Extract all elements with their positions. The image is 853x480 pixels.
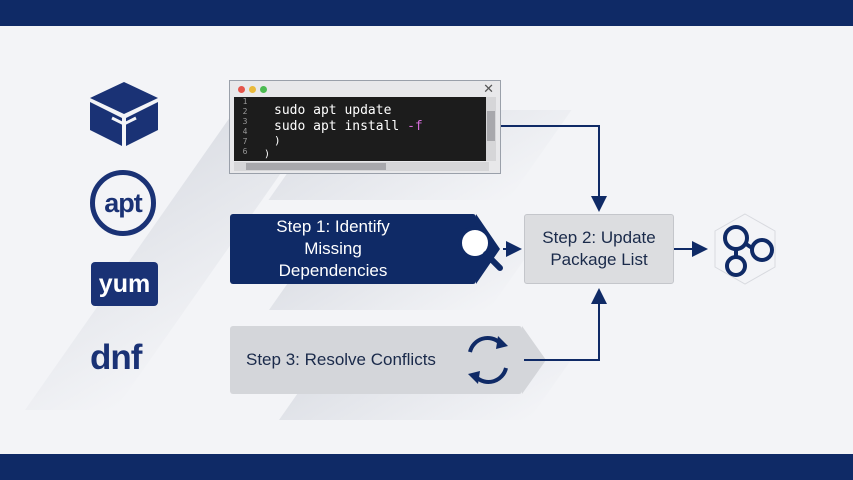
step2-box: Step 2: Update Package List (524, 214, 674, 284)
line-number: 6 (242, 147, 248, 156)
vertical-scrollbar[interactable] (486, 97, 496, 161)
code-line-paren: ) (274, 134, 281, 147)
connector-step3-to-step2 (524, 288, 607, 361)
magnifier-icon (458, 226, 503, 271)
install-command: sudo apt install (274, 119, 408, 134)
horizontal-scrollbar[interactable] (234, 162, 489, 171)
step1-label: Step 1: Identify Missing Dependencies (276, 217, 390, 280)
line-number-gutter: 1 2 3 4 7 6 (234, 97, 256, 161)
maximize-dot-icon[interactable] (260, 86, 267, 93)
apt-logo: apt (90, 170, 156, 236)
apt-label: apt (104, 187, 142, 218)
step3-box: Step 3: Resolve Conflicts (230, 326, 522, 394)
close-dot-icon[interactable] (238, 86, 245, 93)
code-line-install: sudo apt install -f (274, 119, 423, 135)
terminal-titlebar: ✕ (230, 81, 500, 97)
package-box-icon (90, 82, 158, 146)
dependency-graph-icon (714, 213, 776, 285)
step2-label: Step 2: Update Package List (542, 228, 656, 269)
terminal-body[interactable]: 1 2 3 4 7 6 sudo apt update sudo apt ins… (234, 97, 489, 161)
step3-label: Step 3: Resolve Conflicts (246, 350, 436, 369)
line-number: 1 (242, 97, 248, 106)
line-number: 4 (242, 127, 248, 136)
close-icon[interactable]: ✕ (483, 81, 494, 96)
connector-terminal-to-step2 (501, 125, 607, 212)
dnf-label: dnf (90, 338, 142, 377)
refresh-icon (468, 336, 508, 384)
yum-logo: yum (91, 262, 158, 306)
step1-box: Step 1: Identify Missing Dependencies (230, 214, 476, 284)
top-banner (0, 0, 853, 26)
terminal-code: sudo apt update sudo apt install -f ) (274, 103, 423, 146)
code-line-update: sudo apt update (274, 103, 392, 118)
line-number: 7 (242, 137, 248, 146)
line-number: 2 (242, 107, 248, 116)
terminal-window[interactable]: ✕ 1 2 3 4 7 6 sudo apt update sudo apt i… (229, 80, 501, 174)
minimize-dot-icon[interactable] (249, 86, 256, 93)
horizontal-scroll-thumb[interactable] (246, 163, 386, 170)
bottom-banner (0, 454, 853, 480)
install-flag: -f (407, 119, 423, 134)
dnf-logo: dnf (90, 338, 142, 378)
yum-label: yum (98, 269, 151, 298)
line-number: 3 (242, 117, 248, 126)
code-line-paren2: ) (264, 149, 271, 160)
vertical-scroll-thumb[interactable] (487, 111, 495, 141)
